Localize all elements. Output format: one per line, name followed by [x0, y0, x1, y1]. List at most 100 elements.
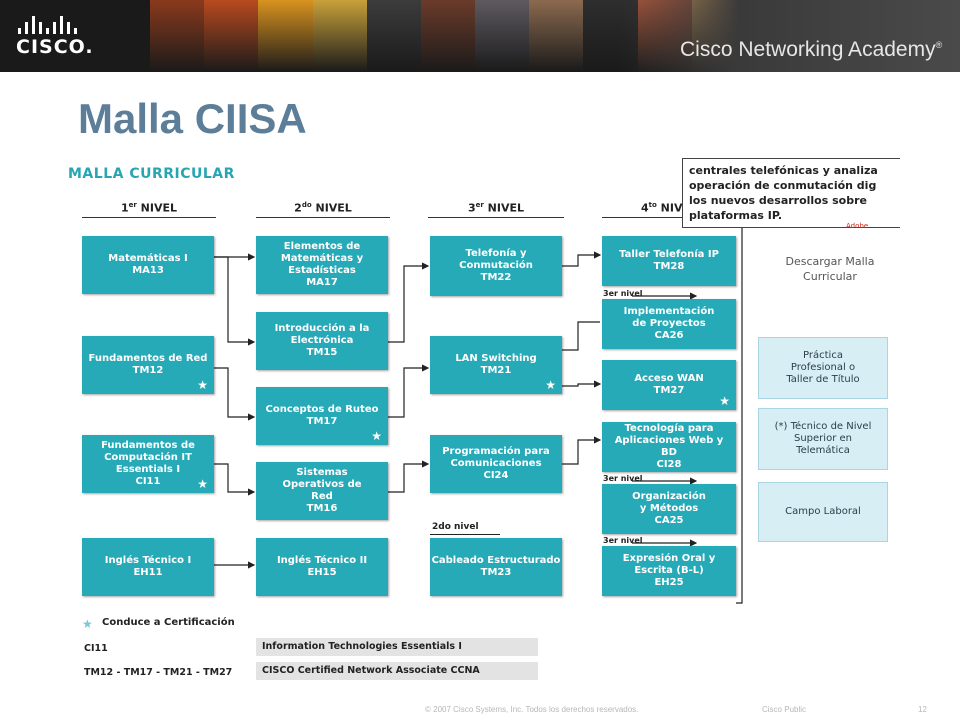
course-name: Cableado Estructurado — [431, 555, 561, 566]
banner-fade — [620, 0, 960, 72]
level-divider — [602, 217, 736, 218]
legend-star-icon: ★ — [82, 617, 93, 631]
level-header-2: 2do NIVEL — [258, 201, 388, 215]
course-code: CI24 — [483, 470, 509, 481]
banner-photo-tile — [150, 0, 205, 72]
certification-star-icon: ★ — [719, 394, 730, 408]
course-code: CA26 — [654, 330, 684, 341]
level-num: 2 — [294, 201, 302, 215]
level-num: 1 — [120, 201, 129, 215]
course-name: Introducción a la Electrónica — [274, 323, 370, 346]
certification-star-icon: ★ — [545, 378, 556, 392]
legend-row-desc: Information Technologies Essentials I — [256, 638, 538, 656]
description-tooltip: centrales telefónicas y analiza operació… — [682, 158, 900, 228]
course-code: TM16 — [306, 503, 338, 514]
level-note: 3er nivel — [603, 536, 643, 545]
banner-photo-tile — [475, 0, 530, 72]
outcome-tecnico[interactable]: (*) Técnico de Nivel Superior en Telemát… — [758, 408, 888, 470]
level-sup: to — [648, 201, 657, 209]
banner-photo-tile — [312, 0, 367, 72]
tooltip-line: centrales telefónicas y analiza — [689, 164, 878, 177]
course-code: EH15 — [307, 567, 337, 578]
course-code: CA25 — [654, 515, 684, 526]
level-note: 3er nivel — [603, 474, 643, 483]
page-title: Malla CIISA — [78, 95, 307, 142]
tooltip-line: los nuevos desarrollos sobre — [689, 194, 867, 207]
level-header-1: 1er NIVEL — [84, 201, 214, 215]
course-code: TM28 — [653, 261, 685, 272]
level-note: 2do nivel — [432, 522, 479, 532]
footer-classification: Cisco Public — [762, 705, 807, 714]
level-sup: do — [301, 201, 312, 209]
course-name: Sistemas Operativos de Red — [282, 467, 362, 502]
level-divider — [82, 217, 216, 218]
cisco-logo-text: CISCO. — [16, 36, 94, 58]
course-code: CI28 — [656, 459, 682, 470]
level-sup: er — [475, 201, 484, 209]
course-name: Acceso WAN — [634, 373, 704, 384]
adobe-pdf-icon: Adobe — [846, 222, 869, 230]
outcome-practica[interactable]: Práctica Profesional o Taller de Título — [758, 337, 888, 399]
legend-row-code: CI11 — [84, 643, 108, 654]
level-sup: er — [128, 201, 137, 209]
course-name: Organización y Métodos — [632, 491, 706, 514]
course-code: CI11 — [135, 476, 161, 487]
course-code: EH25 — [654, 577, 684, 588]
course-eh25[interactable]: Expresión Oral y Escrita (B-L)EH25 — [602, 546, 736, 596]
course-name: Fundamentos de Computación IT Essentials… — [101, 440, 195, 475]
level-label: NIVEL — [487, 201, 525, 215]
curriculum-heading: MALLA CURRICULAR — [68, 166, 235, 182]
cisco-logo: CISCO. — [16, 14, 96, 58]
certification-star-icon: ★ — [197, 378, 208, 392]
banner-photo-tile — [420, 0, 476, 72]
outcome-label: Campo Laboral — [785, 506, 861, 517]
course-name: Conceptos de Ruteo — [265, 404, 379, 415]
level-header-3: 3er NIVEL — [430, 201, 562, 215]
level-label: NIVEL — [315, 201, 352, 215]
level-divider — [256, 217, 390, 218]
networking-academy-text: Cisco Networking Academy — [680, 38, 936, 61]
footer-copyright: © 2007 Cisco Systems, Inc. Todos los der… — [425, 705, 639, 714]
course-code: TM15 — [306, 347, 338, 358]
banner-photo-tile — [529, 0, 584, 72]
course-name: Expresión Oral y Escrita (B-L) — [622, 553, 716, 576]
tooltip-line: plataformas IP. — [689, 209, 783, 222]
legend-row-code: TM12 - TM17 - TM21 - TM27 — [84, 667, 233, 678]
course-code: TM22 — [480, 272, 512, 283]
level-label: NIVEL — [140, 201, 178, 215]
outcome-label: Práctica Profesional o Taller de Título — [786, 350, 860, 385]
course-name: Telefonía y Conmutación — [459, 248, 533, 271]
outcome-campo-laboral[interactable]: Campo Laboral — [758, 482, 888, 542]
course-name: Inglés Técnico I — [104, 555, 192, 566]
course-ci11[interactable]: Fundamentos de Computación IT Essentials… — [82, 435, 214, 493]
course-code: TM27 — [653, 385, 685, 396]
download-curriculum-link[interactable]: Descargar Malla Curricular — [785, 255, 875, 283]
tooltip-line: operación de conmutación dig — [689, 179, 877, 192]
level-num: 3 — [467, 201, 476, 215]
course-code: TM23 — [480, 567, 512, 578]
course-name: Programación para Comunicaciones — [442, 446, 550, 469]
level-note: 3er nivel — [603, 289, 643, 298]
header-banner: CISCO. Cisco Networking Academy® — [0, 0, 960, 72]
outcome-label: (*) Técnico de Nivel Superior en Telemát… — [774, 421, 872, 456]
course-code: MA13 — [132, 265, 164, 276]
course-name: Taller Telefonía IP — [619, 249, 719, 260]
